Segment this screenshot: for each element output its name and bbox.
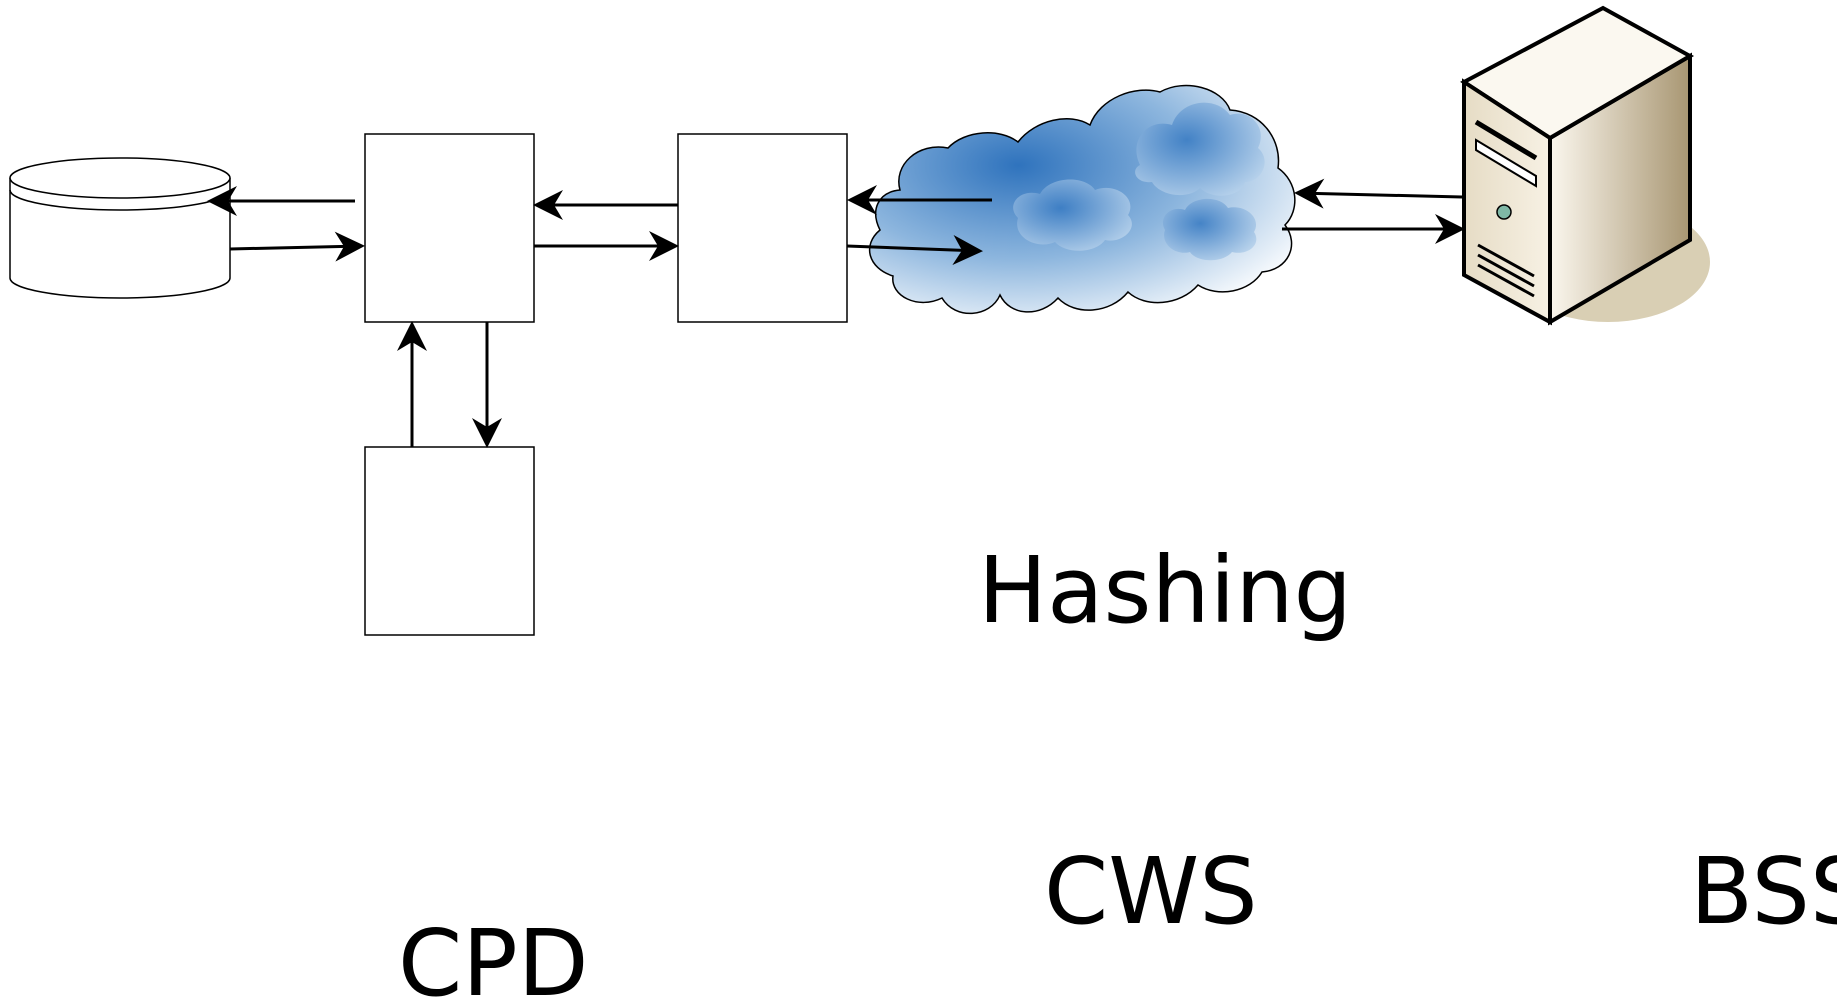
database-icon [9, 157, 231, 299]
cws-label: CWS [1044, 838, 1258, 945]
arrow-database-to-cpd [229, 231, 365, 262]
cws-interface-box [677, 133, 848, 323]
cpd-label: CPD [398, 910, 589, 1001]
cpd-storage-box [364, 446, 535, 636]
arrow-cws-to-cloud [846, 234, 983, 265]
bss-label: BSS [1690, 838, 1837, 945]
connector-arrows [207, 178, 1465, 448]
cpd-processing-box [364, 133, 535, 323]
server-icon [1460, 5, 1710, 326]
arrow-server-to-cloud [1294, 178, 1463, 209]
hashing-label: Hashing [978, 537, 1352, 644]
